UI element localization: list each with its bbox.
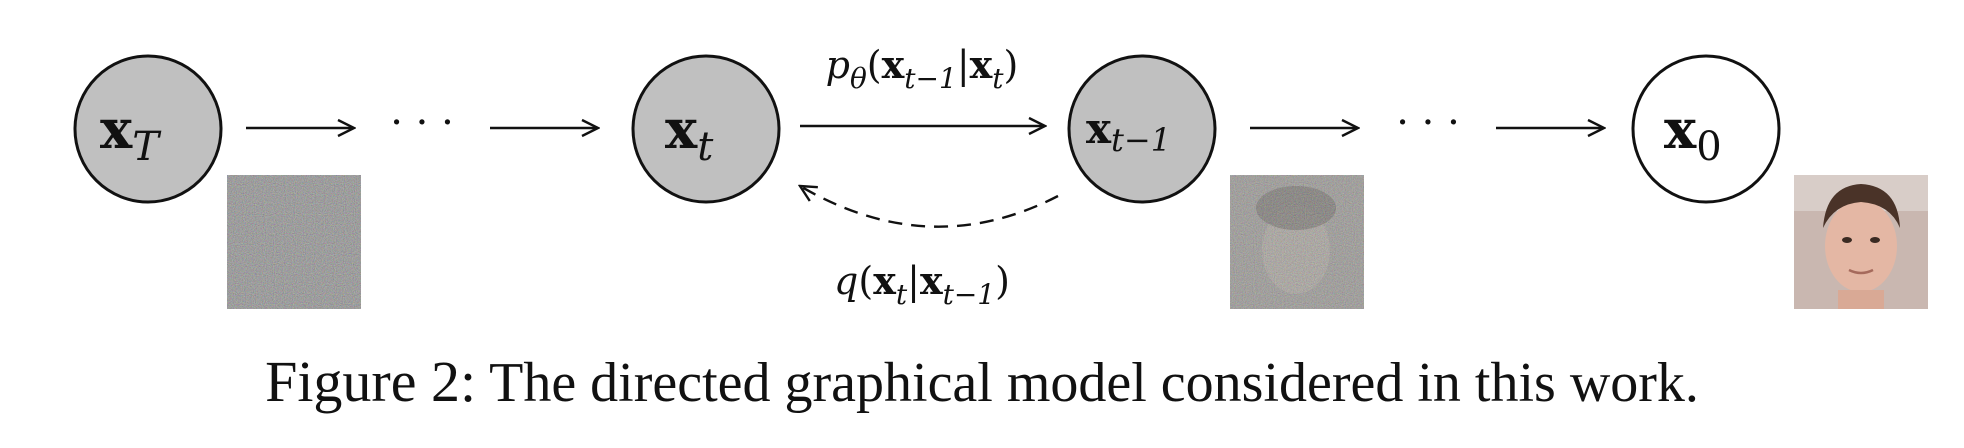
node-x0: x0 [1631,54,1781,204]
figure-caption: Figure 2: The directed graphical model c… [0,348,1964,415]
clean-face-image [1794,175,1928,309]
node-x0-circle [1631,54,1781,204]
node-xT-sub: T [132,124,162,170]
graphical-model-diagram: xT · · · xt pθ(xt−1|xt) q(xt|xt−1) xt−1 [73,42,1928,311]
node-xT: xT [73,54,223,204]
node-xT-base: x [100,97,133,161]
svg-text:xT: xT [100,97,162,170]
node-xtm1: xt−1 [1067,54,1217,204]
forward-process-label: q(xt|xt−1) [834,258,1010,311]
arrow-forward-process [800,186,1059,228]
node-xtm1-sub: t−1 [1111,121,1171,159]
pure-noise-image [227,175,361,309]
caption-prefix: Figure 2: [265,349,477,414]
reverse-process-label: pθ(xt−1|xt) [826,42,1019,95]
node-xt-base: x [665,97,698,161]
ellipsis-right: · · · [1396,100,1460,146]
svg-text:x0: x0 [1664,97,1722,170]
node-xtm1-circle [1067,54,1217,204]
hair-shape [1823,184,1900,228]
node-x0-sub: 0 [1696,124,1721,170]
node-xT-circle [73,54,223,204]
node-xtm1-base: x [1086,104,1112,153]
face-shape [1825,200,1897,292]
node-xt: xt [631,54,781,204]
ellipsis-left: · · · [390,100,454,146]
partially-denoised-face-image [1230,175,1364,309]
svg-text:xt: xt [665,97,714,170]
node-xt-sub: t [697,124,714,170]
node-xt-circle [631,54,781,204]
node-x0-base: x [1664,97,1697,161]
caption-text: The directed graphical model considered … [489,352,1699,414]
svg-text:xt−1: xt−1 [1086,104,1171,159]
